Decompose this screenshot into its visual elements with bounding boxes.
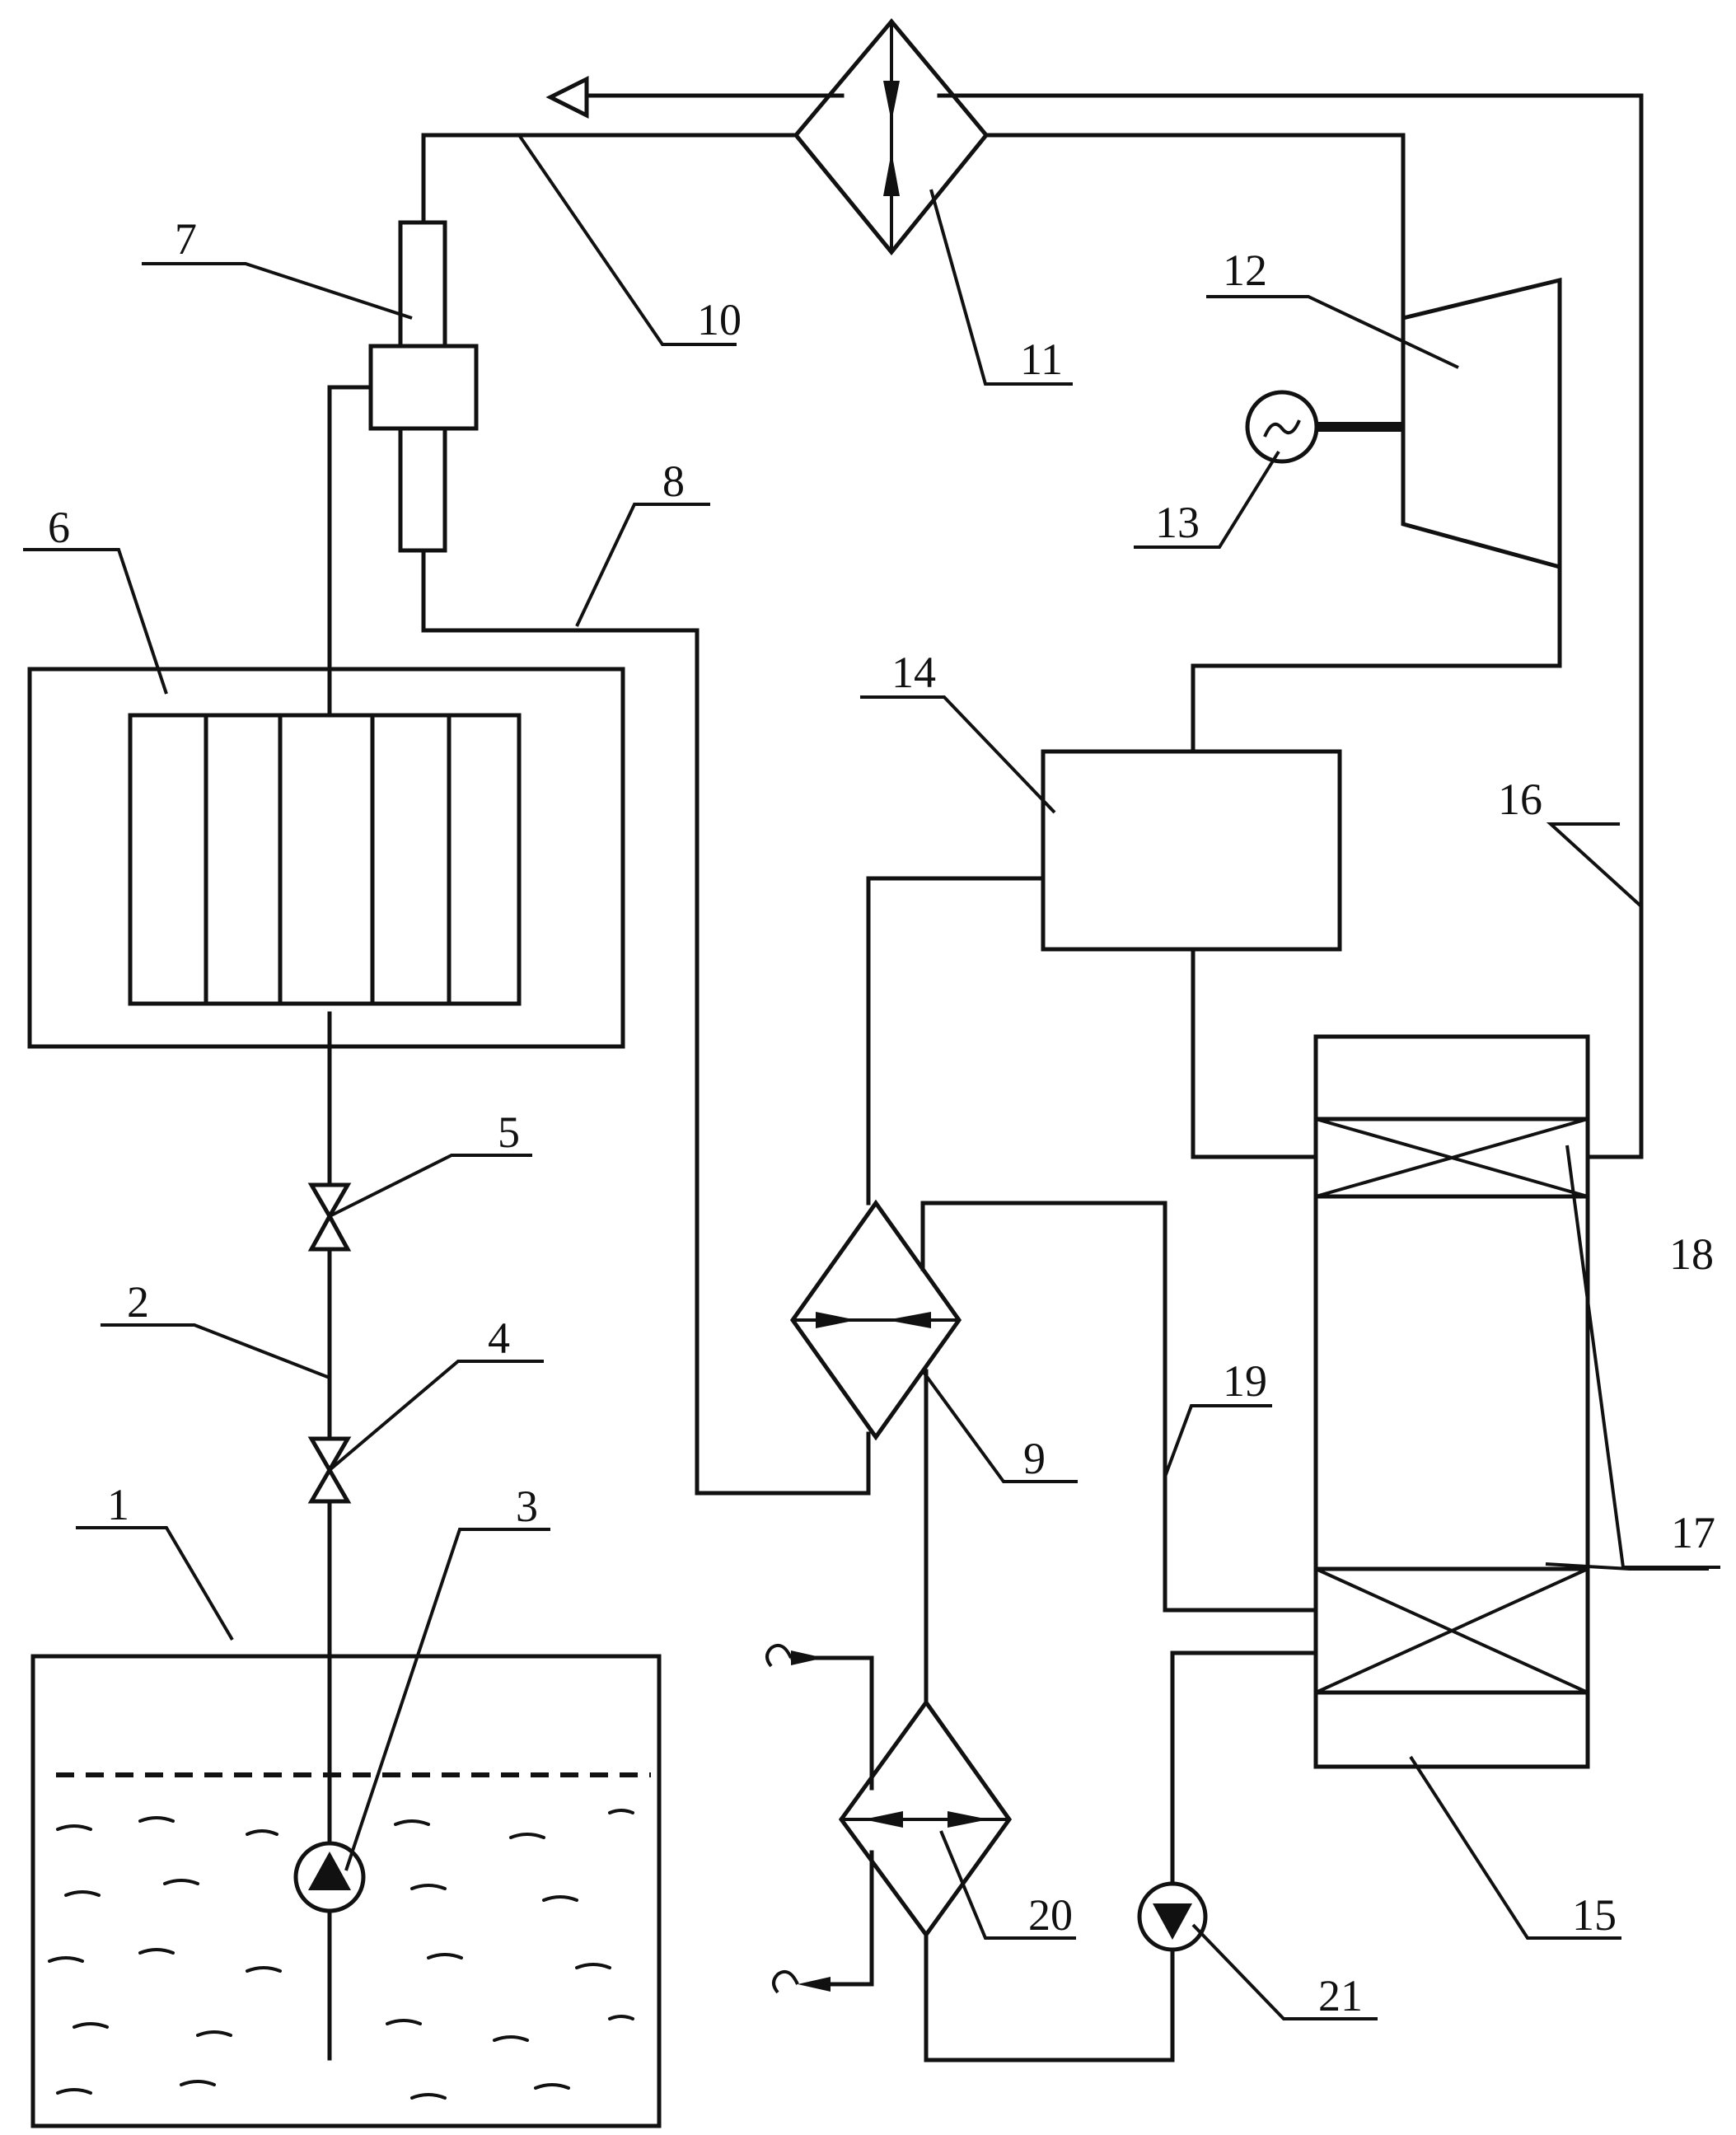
label-15: 15	[1572, 1890, 1617, 1940]
label-6: 6	[48, 503, 70, 552]
label-3: 3	[516, 1482, 538, 1531]
label-5: 5	[498, 1107, 520, 1157]
pipe-16-to-column	[1588, 1145, 1641, 1157]
pipe-12-to-14	[1193, 567, 1560, 751]
valve-5-icon	[311, 1185, 348, 1249]
label-10: 10	[697, 295, 742, 344]
label-20: 20	[1028, 1890, 1073, 1940]
label-1: 1	[107, 1480, 129, 1529]
hook-arrow-icon	[767, 1646, 824, 1666]
heat-exchanger-9-icon	[793, 1203, 959, 1437]
cooling-water-in	[793, 1658, 872, 1788]
column-15	[1316, 1037, 1588, 1767]
label-21: 21	[1318, 1971, 1363, 2020]
block-6	[30, 669, 623, 1046]
turbine-12-icon	[1403, 280, 1560, 567]
unit-14	[1043, 751, 1340, 949]
pipe-column-to-21	[1172, 1653, 1316, 1884]
pipe-6-to-7	[330, 387, 371, 715]
hook-arrow-icon	[774, 1972, 831, 1992]
label-7: 7	[175, 214, 197, 264]
label-16: 16	[1498, 775, 1542, 824]
pipe-14-to-18	[1193, 949, 1316, 1157]
label-11: 11	[1020, 335, 1063, 384]
heat-exchanger-11-icon	[796, 21, 986, 252]
pump-21-icon	[1139, 1884, 1205, 1950]
label-18: 18	[1669, 1229, 1714, 1279]
label-14: 14	[891, 648, 936, 697]
label-12: 12	[1223, 246, 1267, 295]
pipe-16	[939, 96, 1641, 1145]
generator-13-icon	[1247, 392, 1403, 461]
label-19: 19	[1223, 1356, 1267, 1406]
label-17: 17	[1671, 1508, 1715, 1557]
label-9: 9	[1023, 1434, 1046, 1483]
cooling-water-out	[831, 1852, 872, 1984]
label-2: 2	[127, 1277, 149, 1327]
open-triangle-arrow-icon	[550, 79, 587, 115]
pipe-21-return	[926, 1371, 1172, 2060]
label-8: 8	[662, 456, 685, 506]
pipe-14-to-9	[868, 878, 1043, 1203]
heat-exchanger-20-icon	[841, 1702, 1009, 1935]
unit-7	[371, 222, 476, 550]
label-13: 13	[1155, 498, 1200, 547]
label-4: 4	[488, 1313, 510, 1363]
